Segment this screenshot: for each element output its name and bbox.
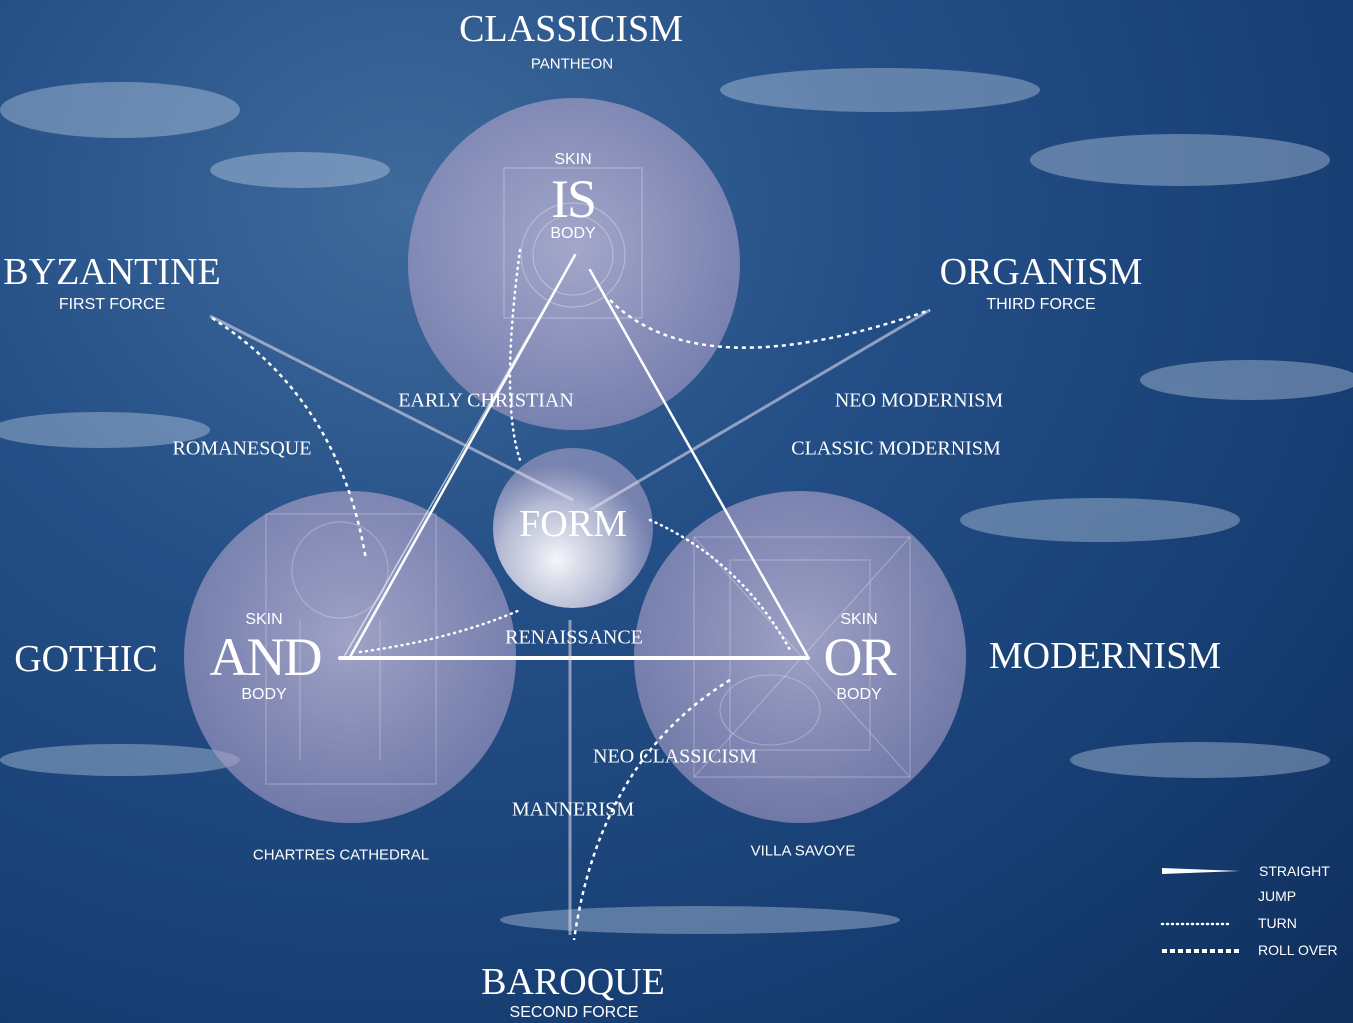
legend-jump-label: JUMP — [1258, 888, 1296, 904]
legend-straight-mark — [1162, 868, 1240, 874]
legend-rollover-label: ROLL OVER — [1258, 942, 1338, 958]
byzantine-title: BYZANTINE — [3, 250, 220, 294]
legend-straight-label: STRAIGHT — [1259, 863, 1330, 879]
or-word: OR — [823, 626, 894, 688]
is-body-label: BODY — [550, 225, 595, 243]
romanesque-label: ROMANESQUE — [173, 438, 312, 461]
renaissance-label: RENAISSANCE — [505, 627, 643, 650]
is-word: IS — [551, 168, 595, 230]
villa-savoye-label: VILLA SAVOYE — [751, 843, 856, 860]
neo-classicism-label: NEO CLASSICISM — [593, 746, 757, 769]
chartres-cathedral-label: CHARTRES CATHEDRAL — [253, 847, 429, 864]
legend-marks — [1162, 868, 1240, 951]
modernism-title: MODERNISM — [989, 634, 1221, 678]
legend-turn-label: TURN — [1258, 915, 1297, 931]
second-force-label: SECOND FORCE — [510, 1004, 639, 1022]
or-body-label: BODY — [836, 686, 881, 704]
neo-modernism-label: NEO MODERNISM — [835, 390, 1003, 413]
gothic-title: GOTHIC — [14, 637, 158, 681]
is-skin-label: SKIN — [554, 151, 591, 169]
and-word: AND — [210, 626, 321, 688]
form-word: FORM — [519, 502, 627, 546]
pantheon-label: PANTHEON — [531, 56, 613, 73]
classic-modernism-label: CLASSIC MODERNISM — [791, 438, 1000, 461]
first-force-label: FIRST FORCE — [59, 296, 165, 314]
early-christian-label: EARLY CHRISTIAN — [398, 390, 574, 413]
classicism-title: CLASSICISM — [459, 7, 683, 51]
classicism-circle — [408, 98, 740, 430]
baroque-title: BAROQUE — [481, 960, 665, 1004]
and-body-label: BODY — [241, 686, 286, 704]
organism-title: ORGANISM — [940, 250, 1143, 294]
mannerism-label: MANNERISM — [512, 799, 634, 822]
third-force-label: THIRD FORCE — [986, 296, 1095, 314]
